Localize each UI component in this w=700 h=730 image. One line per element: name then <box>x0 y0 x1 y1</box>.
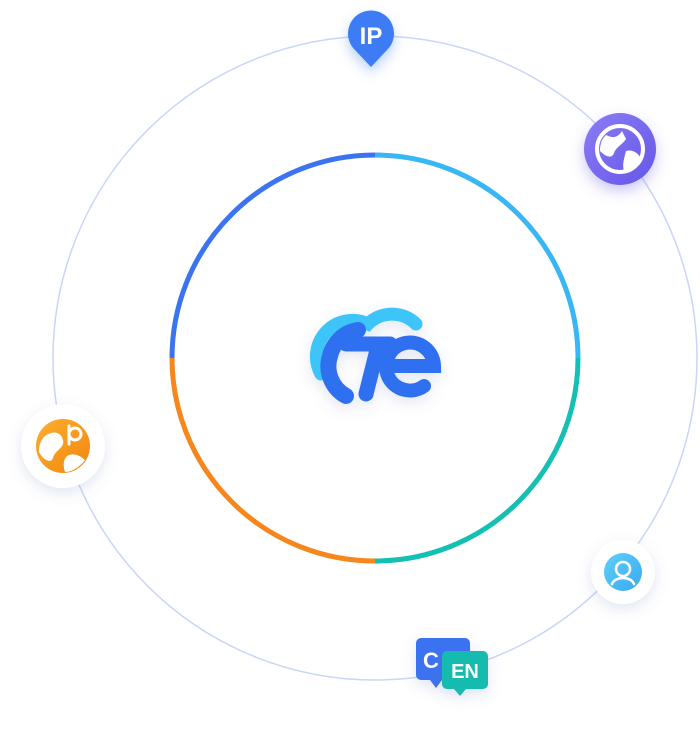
globe-icon[interactable] <box>584 113 656 185</box>
location-pin-icon[interactable]: IP <box>348 10 394 67</box>
world-map-icon[interactable] <box>21 404 105 488</box>
inner-orbit-ring <box>169 152 581 564</box>
translate-icon[interactable]: C EN <box>416 638 488 696</box>
lang-en-label: EN <box>451 661 479 683</box>
inner-ring-segment-sky <box>374 152 581 359</box>
cloud-logo-icon <box>309 307 442 404</box>
user-icon[interactable] <box>591 540 655 604</box>
ip-label: IP <box>360 23 383 50</box>
inner-ring-segment-teal <box>374 357 581 564</box>
lang-cn-label: C <box>423 648 439 673</box>
inner-ring-segment-blue <box>169 152 376 359</box>
inner-ring-segment-orange <box>169 357 376 564</box>
